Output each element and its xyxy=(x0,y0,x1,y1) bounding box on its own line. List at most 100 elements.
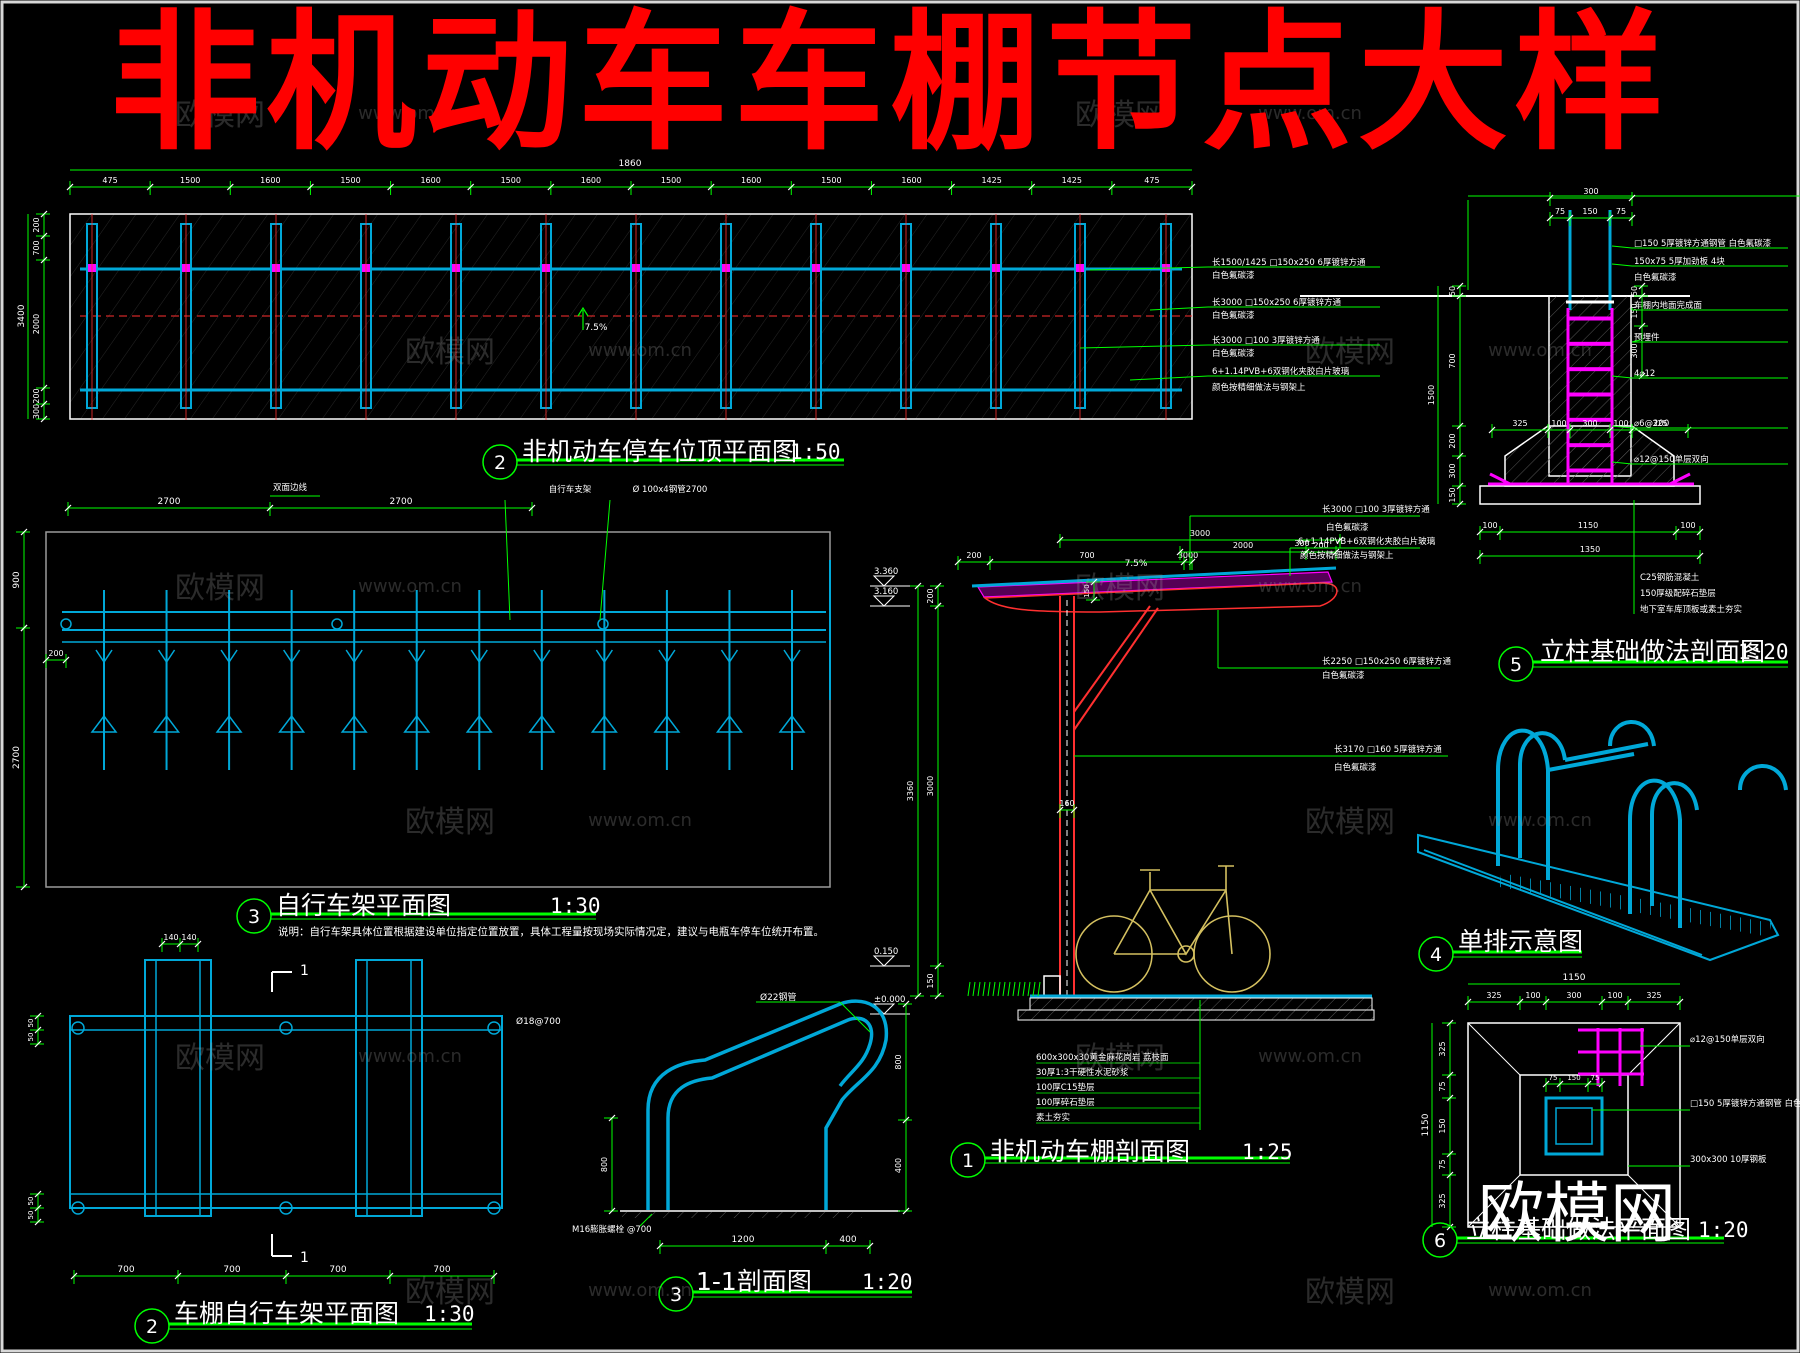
note-text: 白色氟碳漆 xyxy=(1334,762,1377,773)
foundation-section-scale: 1:20 xyxy=(1738,640,1789,664)
dim-text: 1500 xyxy=(1427,385,1436,405)
elevation-marker xyxy=(872,575,896,587)
dim-tick xyxy=(1456,422,1464,430)
dim-tick xyxy=(934,582,942,590)
dim-text: 50 xyxy=(1630,286,1639,296)
dim-text: 3000 xyxy=(926,776,935,796)
layer-text: 30厚1:3干硬性水泥砂浆 xyxy=(1036,1067,1129,1078)
dim-tick xyxy=(954,558,962,566)
dim-tick xyxy=(64,504,72,512)
dim-tick xyxy=(1056,806,1064,814)
dim-text: 800 xyxy=(894,1054,903,1069)
wheel-guide xyxy=(595,649,613,664)
dim-text: 50 xyxy=(27,1019,35,1028)
dim-tick xyxy=(1598,1080,1606,1088)
dim-text: 100 xyxy=(1551,419,1566,428)
dim-text: 325 xyxy=(1646,991,1661,1000)
bike-rack-plan-scale: 1:30 xyxy=(550,894,601,918)
dim-tick xyxy=(20,624,28,632)
note-text: ⌀6@200 xyxy=(1634,419,1669,429)
stirrups xyxy=(1566,316,1614,473)
dim-text: 自行车支架 xyxy=(549,484,592,495)
grass-blade xyxy=(967,981,971,997)
wheel-guide xyxy=(465,714,493,733)
dim-text: 100 xyxy=(1680,521,1695,530)
mortar-layer xyxy=(1029,997,1373,1011)
note-text: 预埋件 xyxy=(1634,332,1660,343)
dim-text: 1 xyxy=(300,1250,309,1266)
dim-tick xyxy=(934,602,942,610)
dim-tick xyxy=(934,992,942,1000)
dim-tick xyxy=(1584,1080,1592,1088)
dim-text: 1150 xyxy=(1421,1113,1431,1136)
note-text: 150x75 5厚加劲板 4块 xyxy=(1634,256,1725,267)
watermark-text: 欧模网 xyxy=(1075,98,1165,133)
dim-tick xyxy=(1696,528,1704,536)
note-text: 长3000 □100 3厚镀锌方通 xyxy=(1322,504,1430,515)
roof-plan-caption: 非机动车停车位顶平面图 xyxy=(522,437,798,466)
dim-tick xyxy=(146,183,154,191)
wheel-guide xyxy=(220,649,238,664)
dim-text: 200 xyxy=(926,588,935,603)
dim-text: 325 xyxy=(1652,419,1667,428)
dim-tick xyxy=(914,992,922,1000)
grass-blade xyxy=(1037,981,1041,997)
note-text: 6+1.14PVB+6双钢化夹胶白片玻璃 xyxy=(1212,366,1350,377)
note-text: 长1500/1425 □150x250 6厚镀锌方通 xyxy=(1212,257,1366,268)
shed-section-caption: 非机动车棚剖面图 xyxy=(990,1137,1191,1166)
dim-text: 1600 xyxy=(741,176,761,185)
dim-tick xyxy=(1624,998,1632,1006)
caption-number: 3 xyxy=(670,1284,682,1306)
caption-number-circle xyxy=(1422,1222,1458,1258)
grate xyxy=(1498,873,1772,937)
dim-text: 200 xyxy=(32,217,41,232)
dim-tick xyxy=(934,962,942,970)
brand-watermark: 欧模网 xyxy=(1478,1175,1676,1252)
dim-tick xyxy=(948,183,955,191)
dim-text: 1425 xyxy=(1062,176,1082,185)
note-text: 白色氟碳漆 xyxy=(1322,670,1365,681)
watermark-url: www.om.cn xyxy=(1258,103,1362,124)
grass-blade xyxy=(992,981,996,997)
stirrup xyxy=(1566,443,1614,448)
dim-tick xyxy=(40,400,48,408)
column-square xyxy=(1544,1096,1604,1156)
dim-tick xyxy=(1566,214,1574,222)
grass-blade xyxy=(1017,981,1021,997)
dim-tick xyxy=(66,183,74,191)
wheel-guide xyxy=(403,714,431,733)
section-cut-mark xyxy=(271,971,292,992)
dim-tick xyxy=(1476,552,1484,560)
dim-tick xyxy=(40,256,48,264)
roof-rafters xyxy=(86,214,1172,420)
dim-text: 200 xyxy=(48,649,63,658)
rack-post xyxy=(355,959,423,1217)
leader-line xyxy=(639,1213,653,1227)
dim-text: ±0.000 xyxy=(874,995,905,1005)
dim-tick xyxy=(307,183,314,191)
stirrup xyxy=(1566,392,1614,397)
dim-text: 75 xyxy=(1616,207,1626,216)
leader-line xyxy=(1149,306,1209,311)
dim-text: 3400 xyxy=(17,304,27,327)
dim-text: 7.5% xyxy=(585,323,608,333)
dim-text: 300 xyxy=(1566,991,1581,1000)
roof-plan-scale: 1:50 xyxy=(790,440,841,464)
dim-text: 2000 xyxy=(1233,541,1253,550)
dim-text: 150 xyxy=(1567,1074,1580,1082)
pedestal-outline xyxy=(1519,1074,1629,1176)
dim-text: 1500 xyxy=(180,176,200,185)
stirrup xyxy=(1566,316,1614,321)
dim-text: 1500 xyxy=(501,176,521,185)
bicycle-icon xyxy=(1075,865,1271,993)
dim-text: 双面边线 xyxy=(273,482,308,493)
dim-text: 150 xyxy=(926,973,935,988)
dim-text: 100 xyxy=(1613,419,1628,428)
dim-tick xyxy=(70,1272,78,1280)
caption-number-circle xyxy=(236,898,272,934)
wheel-guide xyxy=(533,649,551,664)
